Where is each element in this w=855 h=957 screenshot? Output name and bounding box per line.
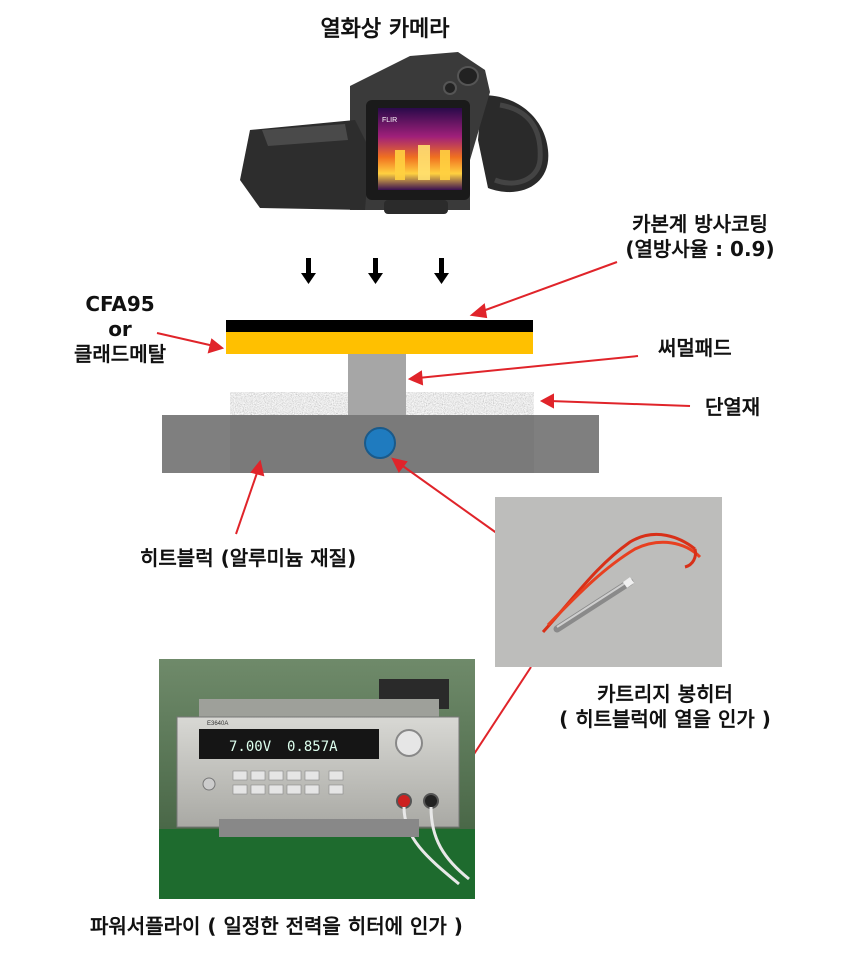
material-label-line1: CFA95 <box>85 292 155 316</box>
insulation-label: 단열재 <box>705 395 761 419</box>
coating-layer <box>226 320 533 332</box>
material-layer <box>226 332 533 354</box>
thermal-pad <box>348 354 406 416</box>
cartridge-label-line2: ( 히트블럭에 열을 인가 ) <box>559 707 771 731</box>
cartridge-label-line1: 카트리지 봉히터 <box>597 682 733 706</box>
ps-current: 0.857A <box>287 739 338 755</box>
thermal-pad-label: 써멀패드 <box>658 336 732 360</box>
flir-logo: FLIR <box>382 117 397 124</box>
down-arrow-icon <box>368 258 383 284</box>
ps-model: E3640A <box>207 721 228 727</box>
coating-label: 카본계 방사코팅 (열방사율 : 0.9) <box>600 212 800 262</box>
material-label-line3: 클래드메탈 <box>74 342 166 366</box>
ps-voltage: 7.00V <box>229 739 272 755</box>
ps-knob <box>395 729 423 757</box>
pointer-arrow-insulation <box>549 400 691 407</box>
cartridge-label: 카트리지 봉히터 ( 히트블럭에 열을 인가 ) <box>515 682 815 732</box>
down-arrow-icon <box>434 258 449 284</box>
material-label-line2: or <box>108 317 132 341</box>
cartridge-heater-photo <box>495 497 722 667</box>
coating-label-line2: (열방사율 : 0.9) <box>625 237 775 261</box>
pointer-arrow-coating <box>479 261 618 313</box>
coating-label-line1: 카본계 방사코팅 <box>632 212 768 236</box>
pointer-arrow-material <box>156 332 215 347</box>
insulation-layer <box>230 392 534 416</box>
camera-title: 열화상 카메라 <box>320 17 450 42</box>
heat-block-label: 히트블럭 (알루미늄 재질) <box>140 546 357 570</box>
material-label: CFA95 or 클래드메탈 <box>40 292 200 367</box>
thermal-camera: FLIR <box>240 52 549 214</box>
power-supply-photo: 7.00V 0.857A E3640A <box>159 659 475 899</box>
down-arrows <box>301 258 449 284</box>
down-arrow-icon <box>301 258 316 284</box>
pointer-arrow-heatblock <box>235 469 259 535</box>
ps-display <box>199 729 379 759</box>
heater-hole <box>364 427 396 459</box>
power-supply-label: 파워서플라이 ( 일정한 전력을 히터에 인가 ) <box>90 914 463 938</box>
pointer-arrow-pad <box>417 355 639 379</box>
pointer-arrow-heater <box>399 463 499 535</box>
